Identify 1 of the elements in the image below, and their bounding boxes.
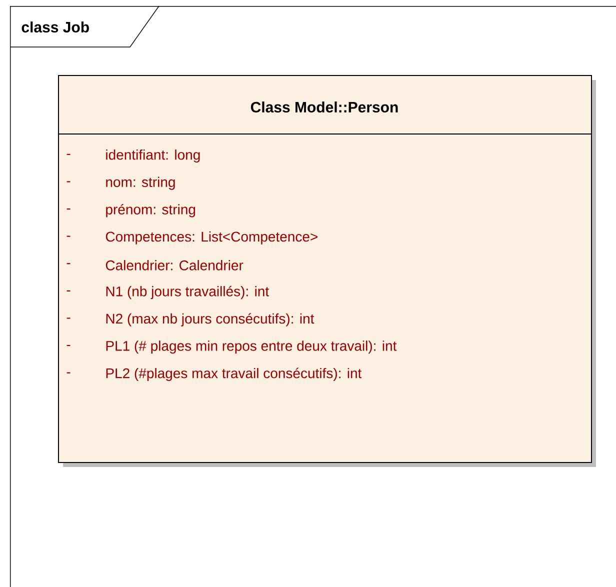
- class-box: Class Model::Person - identifiant: long - nom: string - prénom: string - Competences: List<Competence> - Calendrier: Calendrier - N1 (nb jours travaillés): int - N2 (max nb jours consécutifs): int - PL1 (# plages min repos entre deux travail): int - PL2 (#plages max travail consécutifs): int: [58, 75, 596, 467]
